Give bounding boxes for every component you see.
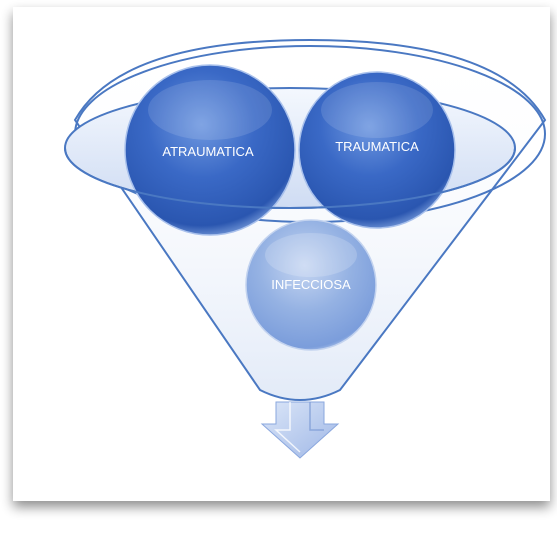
funnel-rim-front — [64, 147, 516, 209]
circle-infecciosa: INFECCIOSA — [245, 219, 377, 351]
circle-label-infecciosa: INFECCIOSA — [271, 277, 351, 292]
circle-atraumatica: ATRAUMATICA — [124, 64, 296, 236]
circle-traumatica: TRAUMATICA — [298, 71, 456, 229]
circle-label-atraumatica: ATRAUMATICA — [162, 144, 254, 159]
down-arrow-icon — [260, 401, 340, 459]
circle-label-traumatica: TRAUMATICA — [335, 139, 419, 154]
